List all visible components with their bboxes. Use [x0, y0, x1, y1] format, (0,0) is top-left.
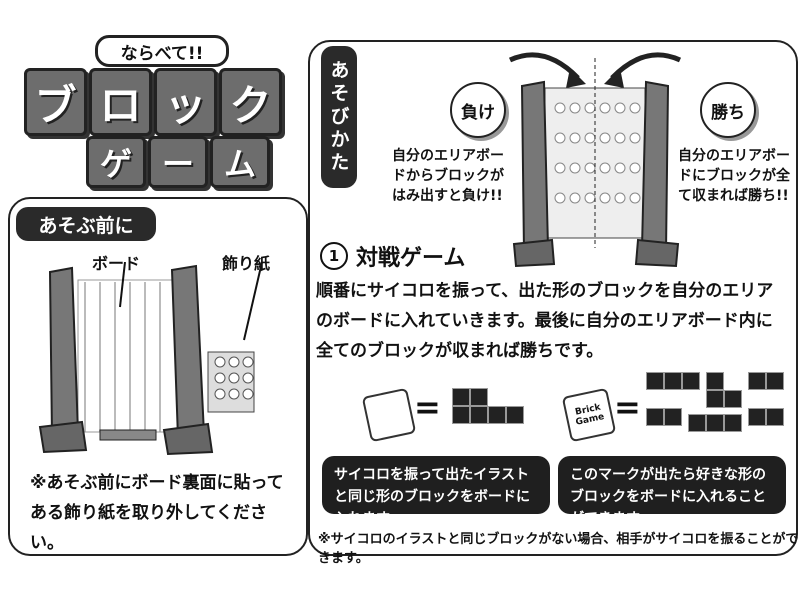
- logo-subtitle: ならべて!!: [95, 35, 229, 67]
- board-label: ボード: [92, 254, 141, 273]
- block-shape-l: [452, 388, 524, 438]
- block-shapes-any: [646, 372, 786, 432]
- logo-char: ッ: [154, 68, 217, 136]
- footnote: ※サイコロのイラストと同じブロックがない場合、相手がサイコロを振ることができます…: [318, 532, 799, 566]
- section-title-text: 対戦ゲーム: [356, 246, 466, 271]
- section-title: 1 対戦ゲーム: [320, 240, 465, 272]
- before-play-panel: [8, 197, 308, 556]
- equals-sign: =: [414, 388, 441, 426]
- logo-char: ブ: [24, 68, 87, 136]
- board-illustration: [38, 262, 263, 456]
- lose-badge: 負け: [450, 82, 506, 138]
- before-play-tag: あそぶ前に: [16, 207, 156, 241]
- how-to-play-panel: [308, 40, 798, 556]
- equals-sign-2: =: [614, 388, 641, 426]
- normal-die-explanation: サイコロを振って出たイラストと同じ形のブロックをボードに入れます。: [322, 456, 550, 527]
- logo-char: ゲ: [86, 136, 146, 188]
- brick-game-die-explanation: このマークが出たら好きな形のブロックをボードに入れることができます。: [558, 456, 786, 527]
- logo-char: ク: [219, 68, 282, 136]
- logo-sub: ゲ ー ム: [86, 136, 270, 188]
- logo-main: ブ ロ ッ ク: [24, 68, 282, 136]
- logo-char: ム: [210, 136, 270, 188]
- how-to-play-tag: あそびかた: [321, 46, 357, 188]
- die-icon: [361, 387, 417, 443]
- brick-game-die-icon: Brick Game: [561, 387, 617, 443]
- before-play-note: ※あそぶ前にボード裏面に貼ってある飾り紙を取り外してください。: [30, 473, 284, 553]
- lose-description: 自分のエリアボードからブロックがはみ出すと負け!!: [392, 148, 504, 204]
- logo-char: ロ: [89, 68, 152, 136]
- game-board-illustration: [508, 52, 682, 268]
- rules-text: 順番にサイコロを振って、出た形のブロックを自分のエリアのボードに入れていきます。…: [316, 281, 774, 361]
- decor-paper-label: 飾り紙: [222, 254, 271, 273]
- section-number: 1: [320, 242, 348, 270]
- win-description: 自分のエリアボードにブロックが全て収まれば勝ち!!: [678, 148, 790, 204]
- win-badge: 勝ち: [700, 82, 756, 138]
- logo-char: ー: [148, 136, 208, 188]
